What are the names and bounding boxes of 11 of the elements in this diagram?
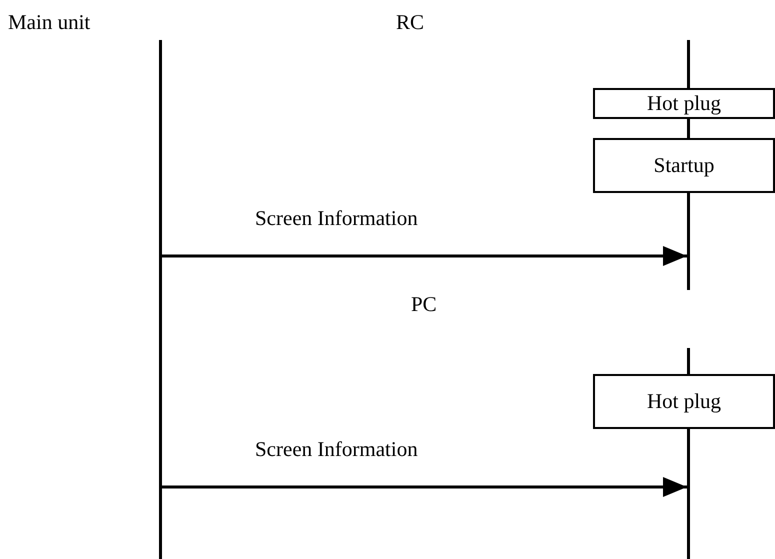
participant-label: PC (411, 292, 437, 316)
process-box: Startup (593, 138, 775, 193)
message-label: Screen Information (255, 206, 418, 230)
arrow (162, 246, 687, 266)
process-box: Hot plug (593, 374, 775, 429)
participant-label: RC (396, 10, 424, 34)
lifeline (159, 40, 162, 559)
participant-label: Main unit (8, 10, 90, 34)
message-label: Screen Information (255, 437, 418, 461)
arrow (162, 477, 687, 497)
process-box: Hot plug (593, 88, 775, 119)
